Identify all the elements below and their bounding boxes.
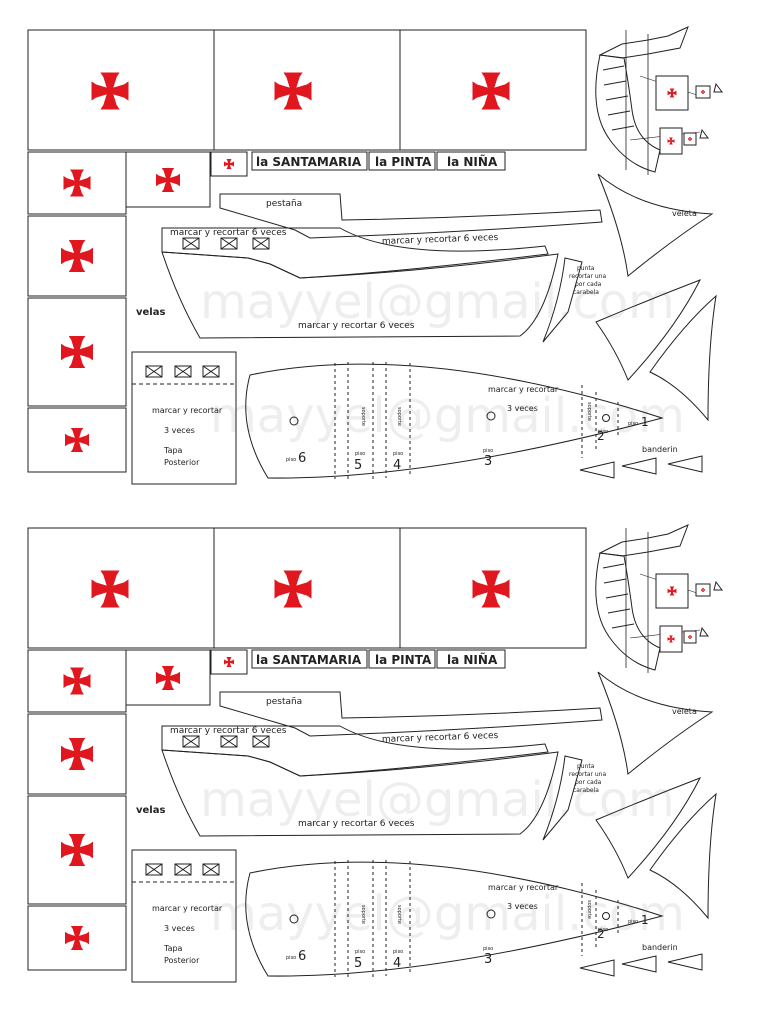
floor-label-5: piso xyxy=(355,949,365,955)
ship-name-nina: la NIÑA xyxy=(447,652,498,667)
deck-side-text: soporte xyxy=(360,407,366,426)
hull-instruction-1: marcar y recortar 6 veces xyxy=(382,731,499,745)
floor-label-6: piso xyxy=(286,457,296,463)
tapa-count: 3 veces xyxy=(164,426,195,435)
tapa-title: Tapa xyxy=(163,446,183,455)
deck-side-text: soporte xyxy=(396,407,402,426)
deck-instruction: marcar y recortar xyxy=(488,385,559,394)
ship-name-pinta: la PINTA xyxy=(375,155,432,169)
tapa-count: 3 veces xyxy=(164,924,195,933)
punta-note-2: recortar una xyxy=(569,771,606,778)
floor-label-4: piso xyxy=(393,451,403,457)
punta-note-1: punta xyxy=(577,763,595,770)
deck-side-text: soporte xyxy=(586,402,592,421)
floor-number-4: 4 xyxy=(393,458,401,473)
deck-count: 3 veces xyxy=(507,404,538,413)
deck-side-text: soporte xyxy=(586,900,592,919)
pestana-label: pestaña xyxy=(266,199,302,209)
veleta-label: veleta xyxy=(672,707,697,716)
punta-note-3: por cada xyxy=(575,779,602,786)
deck-side-text: soporte xyxy=(396,905,402,924)
floor-number-5: 5 xyxy=(354,956,362,971)
floor-label-1: piso xyxy=(628,421,638,427)
floor-label-1: piso xyxy=(628,919,638,925)
punta-note-2: recortar una xyxy=(569,273,606,280)
ship-name-santamaria: la SANTAMARIA xyxy=(256,155,362,169)
floor-label-4: piso xyxy=(393,949,403,955)
deck-instruction: marcar y recortar xyxy=(488,883,559,892)
tapa-subtitle: Posterior xyxy=(164,956,200,965)
floor-label-3: piso xyxy=(483,448,493,454)
ship-name-pinta: la PINTA xyxy=(375,653,432,667)
tapa-instruction: marcar y recortar xyxy=(152,904,223,913)
hull-instruction-2: marcar y recortar 6 veces xyxy=(170,228,287,238)
tapa-title: Tapa xyxy=(163,944,183,953)
tapa-subtitle: Posterior xyxy=(164,458,200,467)
floor-number-2: 2 xyxy=(597,429,605,443)
banderin-label: banderin xyxy=(642,445,678,454)
watermark-text: mayyel@gmail.com xyxy=(210,388,685,444)
punta-note-1: punta xyxy=(577,265,595,272)
punta-note-3: por cada xyxy=(575,281,602,288)
floor-label-3: piso xyxy=(483,946,493,952)
ship-name-nina: la NIÑA xyxy=(447,154,498,169)
text-top: la SANTAMARIA la PINTA la NIÑA pestaña m… xyxy=(136,154,697,473)
deck-count: 3 veces xyxy=(507,902,538,911)
watermark-text: mayyel@gmail.com xyxy=(200,274,675,330)
watermark-text: mayyel@gmail.com xyxy=(210,886,685,942)
veleta-label: veleta xyxy=(672,209,697,218)
deck-side-text: soporte xyxy=(360,905,366,924)
velas-label: velas xyxy=(136,307,165,318)
floor-number-3: 3 xyxy=(484,952,492,967)
tapa-instruction: marcar y recortar xyxy=(152,406,223,415)
ship-name-santamaria: la SANTAMARIA xyxy=(256,653,362,667)
watermark-text: mayyel@gmail.com xyxy=(200,772,675,828)
hull-instruction-2: marcar y recortar 6 veces xyxy=(170,726,287,736)
floor-number-1: 1 xyxy=(641,913,649,927)
banderin-label: banderin xyxy=(642,943,678,952)
floor-number-3: 3 xyxy=(484,454,492,469)
hull-instruction-3: marcar y recortar 6 veces xyxy=(298,321,415,331)
punta-note-4: carabela xyxy=(573,787,599,794)
watermarks: mayyel@gmail.com mayyel@gmail.com mayyel… xyxy=(200,274,685,942)
floor-label-5: piso xyxy=(355,451,365,457)
floor-number-6: 6 xyxy=(298,451,306,466)
floor-number-5: 5 xyxy=(354,458,362,473)
floor-number-2: 2 xyxy=(597,927,605,941)
floor-label-2: piso xyxy=(598,429,608,435)
floor-number-1: 1 xyxy=(641,415,649,429)
hull-instruction-1: marcar y recortar 6 veces xyxy=(382,233,499,247)
punta-note-4: carabela xyxy=(573,289,599,296)
floor-number-4: 4 xyxy=(393,956,401,971)
hull-instruction-3: marcar y recortar 6 veces xyxy=(298,819,415,829)
pestana-label: pestaña xyxy=(266,697,302,707)
floor-number-6: 6 xyxy=(298,949,306,964)
text-bottom: la SANTAMARIA la PINTA la NIÑA pestaña m… xyxy=(136,652,697,971)
floor-label-2: piso xyxy=(598,927,608,933)
velas-label: velas xyxy=(136,805,165,816)
floor-label-6: piso xyxy=(286,955,296,961)
